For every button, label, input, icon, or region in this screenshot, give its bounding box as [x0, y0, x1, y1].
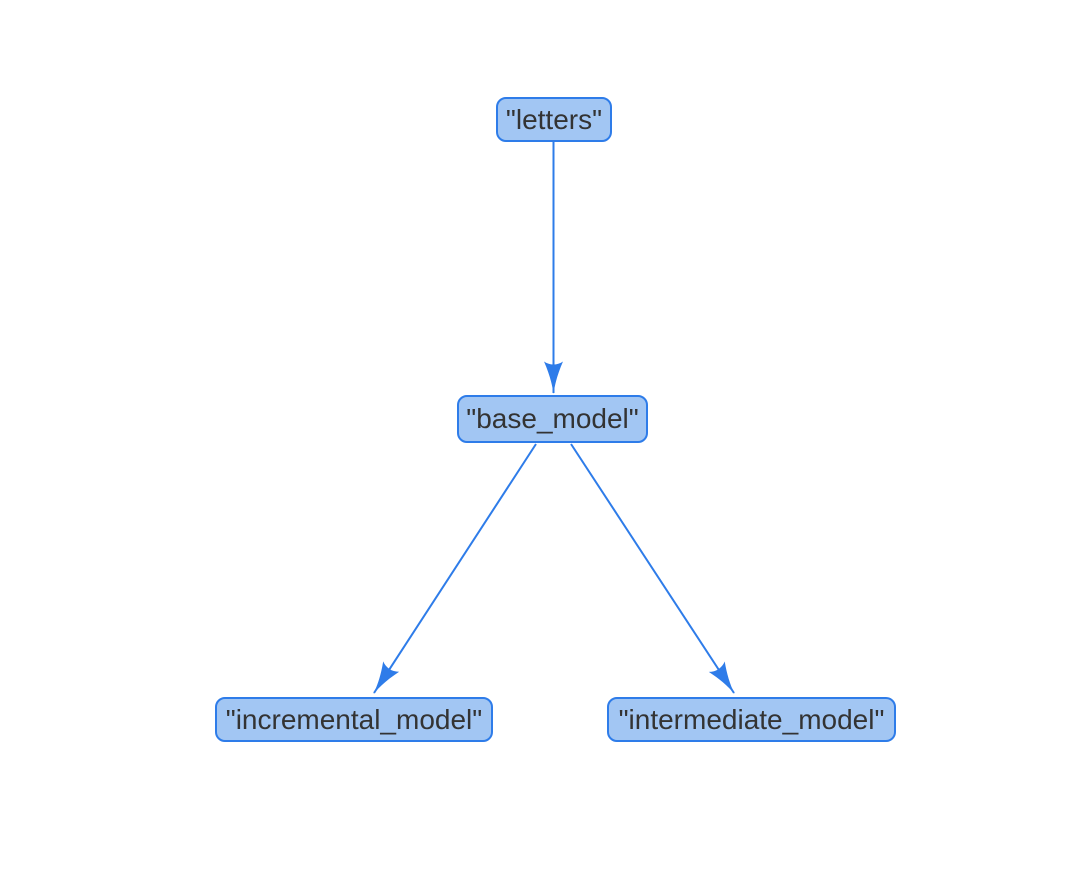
edge-base_model-to-intermediate_model	[570, 443, 735, 694]
node-incremental-model-label: "incremental_model"	[225, 703, 483, 735]
edge-base_model-to-incremental_model	[373, 443, 537, 694]
node-incremental-model[interactable]: "incremental_model"	[215, 697, 493, 742]
node-intermediate-model-label: "intermediate_model"	[618, 703, 885, 735]
node-base-model[interactable]: "base_model"	[457, 395, 648, 443]
node-letters-label: "letters"	[505, 103, 603, 135]
node-base-model-label: "base_model"	[466, 403, 639, 434]
node-letters[interactable]: "letters"	[496, 97, 612, 142]
node-intermediate-model[interactable]: "intermediate_model"	[607, 697, 896, 742]
